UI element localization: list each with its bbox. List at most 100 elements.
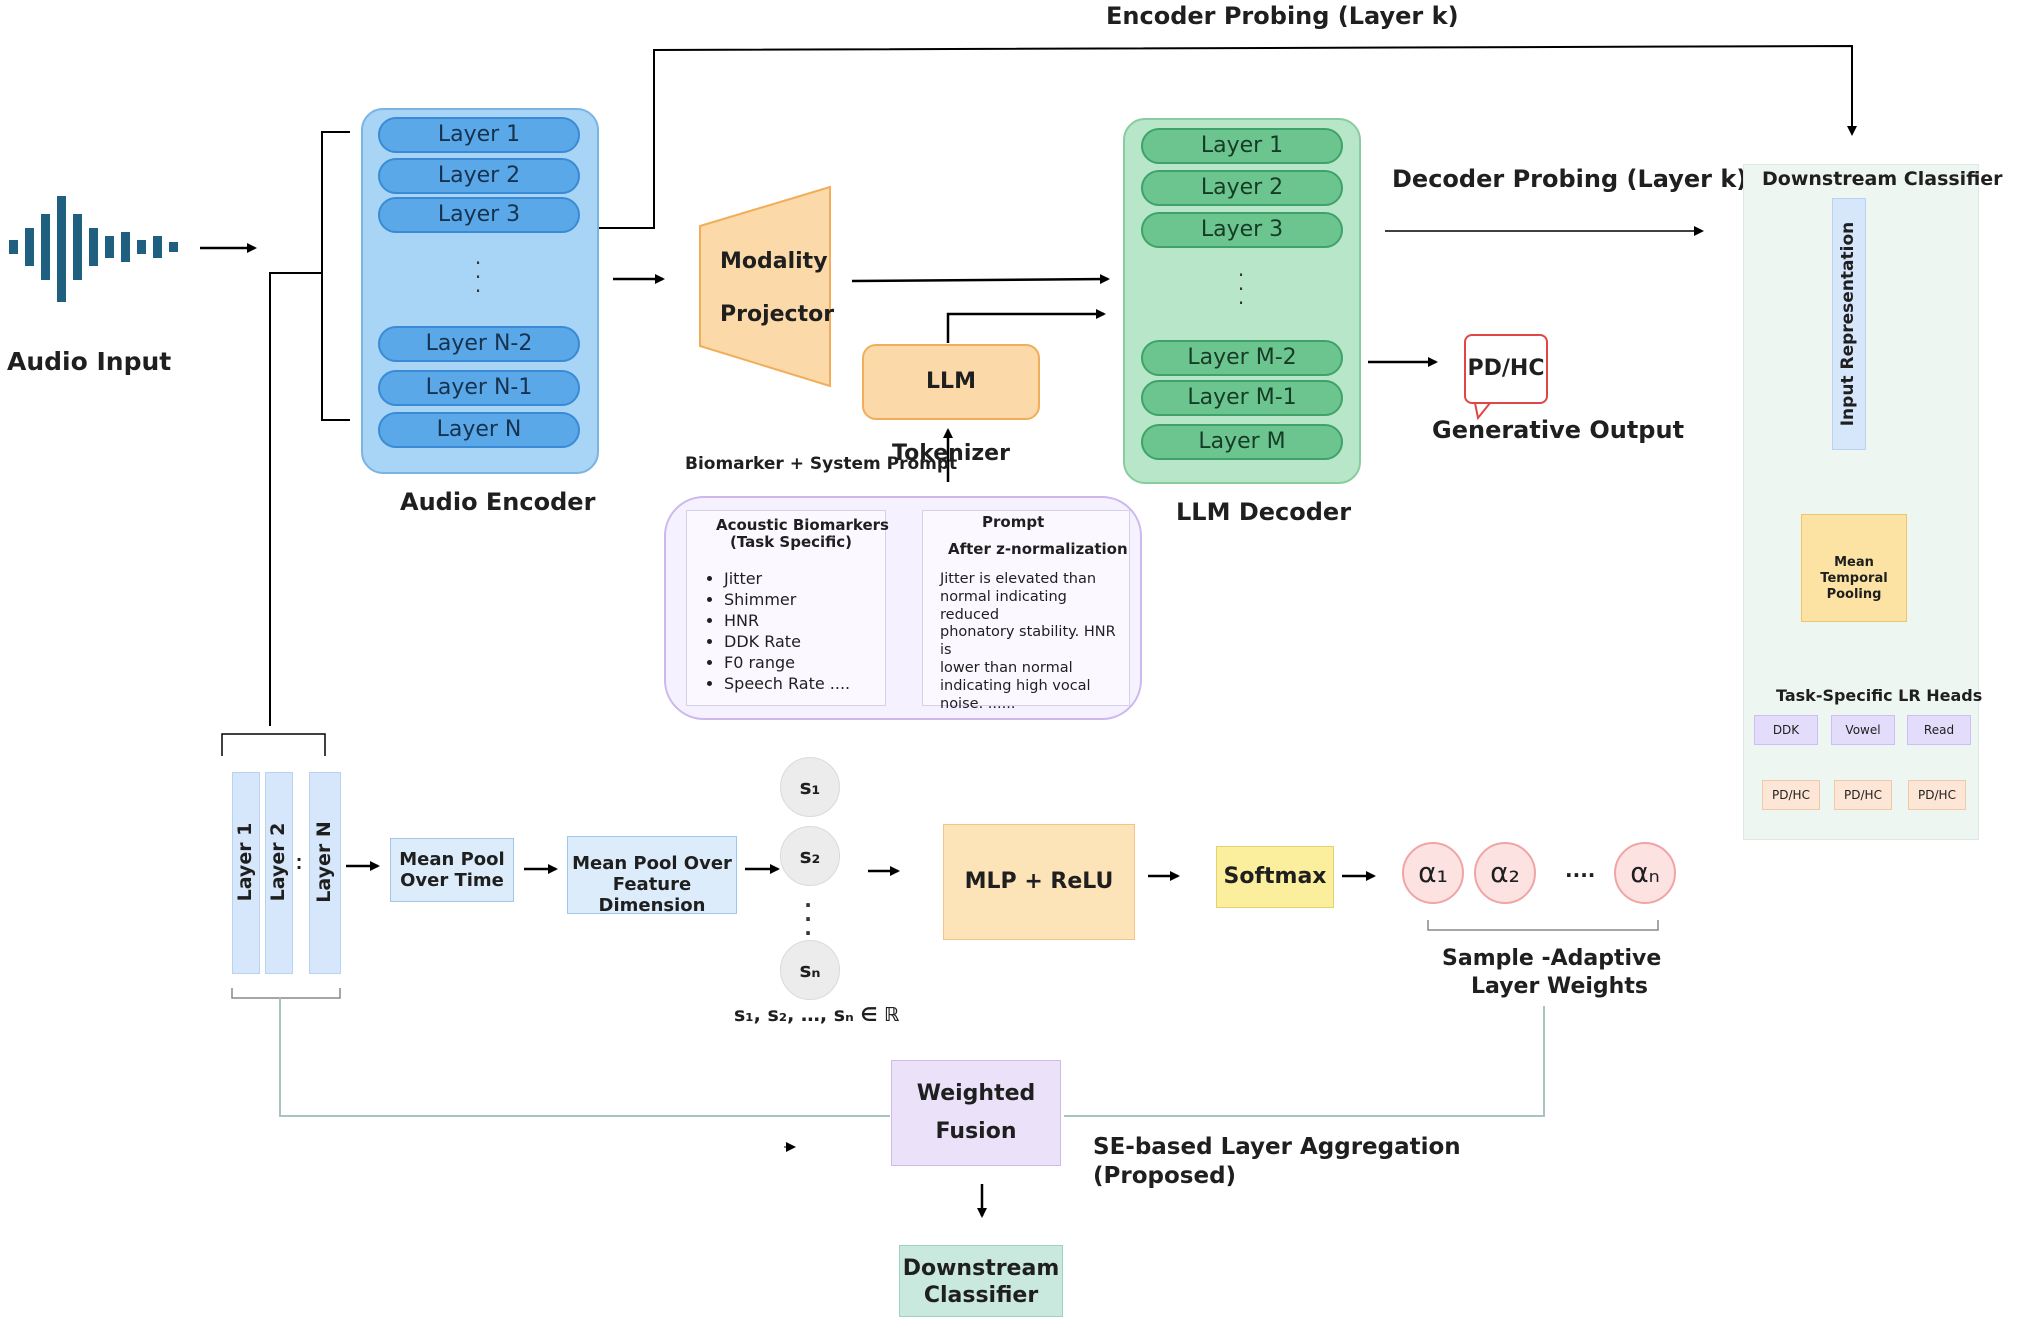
downstream-classifier-bottom-line: Downstream [902, 1256, 1060, 1281]
layer-strip-n [309, 772, 341, 974]
layer-strip-ellipsis: ·· [296, 850, 303, 877]
prompt-caption: Biomarker + System Prompt [685, 454, 958, 474]
modality-projector-line1: Modality [720, 249, 828, 274]
alpha-2: α₂ [1474, 842, 1536, 904]
layerstack-top-bracket [221, 733, 326, 756]
decoder-probing-label: Decoder Probing (Layer k) [1392, 165, 1748, 193]
prompt-text-box [922, 510, 1130, 706]
audio-encoder-title: Audio Encoder [400, 488, 596, 516]
decoder-layer-m-1: Layer M-1 [1141, 380, 1343, 416]
layer-weights-line1: Sample -Adaptive [1442, 946, 1662, 971]
encoder-layer-2: Layer 2 [378, 158, 580, 194]
weighted-fusion-line: Weighted [916, 1081, 1036, 1106]
llm-decoder-title: LLM Decoder [1176, 498, 1352, 526]
layer-strip-2-label: Layer 2 [267, 822, 289, 902]
list-item: F0 range [724, 652, 904, 673]
modality-projector-line2: Projector [720, 302, 835, 327]
prompt-line: Jitter is elevated than [940, 571, 1097, 587]
prompt-line: indicating high vocal [940, 677, 1091, 694]
layer-strip-1 [232, 772, 260, 974]
audio-input-label: Audio Input [7, 347, 172, 376]
weighted-fusion-line: Fusion [935, 1119, 1017, 1144]
head-output-read: PD/HC [1908, 780, 1966, 810]
list-item: Shimmer [724, 589, 904, 610]
layer-strip-2 [265, 772, 293, 974]
prompt-title: Prompt [982, 513, 1045, 531]
downstream-classifier-bottom-box: Downstream Classifier [899, 1245, 1063, 1317]
encoder-layer-n-2: Layer N-2 [378, 326, 580, 362]
acoustic-biomarkers-box [686, 510, 886, 706]
input-representation-label: Input Representation [1838, 221, 1858, 427]
se-aggregation-label-line2: (Proposed) [1093, 1163, 1237, 1189]
prompt-text: Jitter is elevated than normal indicatin… [940, 571, 1130, 713]
alpha-ellipsis: .... [1565, 858, 1596, 882]
encoder-layer-3: Layer 3 [378, 197, 580, 233]
encoder-bracket [321, 131, 350, 421]
list-item: DDK Rate [724, 631, 904, 652]
layer-weights-line2: Layer Weights [1471, 974, 1648, 999]
modality-projector-shape [699, 185, 831, 388]
input-representation-box [1832, 198, 1866, 450]
decoder-layer-1: Layer 1 [1141, 128, 1343, 164]
downstream-classifier-bottom-line: Classifier [923, 1283, 1039, 1308]
prompt-line: noise. ...... [940, 695, 1016, 712]
mean-pool-feature-line: Mean Pool Over [572, 853, 732, 874]
prompt-line: normal indicating reduced [940, 588, 1067, 623]
encoder-ellipsis: ··· [474, 251, 482, 303]
biomarkers-list: Jitter Shimmer HNR DDK Rate F0 range Spe… [700, 568, 904, 694]
decoder-ellipsis: ··· [1237, 263, 1245, 315]
score-s2: s₂ [780, 826, 840, 886]
decoder-layer-m-2: Layer M-2 [1141, 340, 1343, 376]
pdhc-speech-bubble: PD/HC [1464, 334, 1548, 404]
mean-pool-feature-line: Feature Dimension [598, 874, 706, 916]
mean-pool-time-box: Mean Pool Over Time [390, 838, 514, 902]
head-read: Read [1907, 715, 1971, 745]
score-caption: s₁, s₂, …, sₙ ∈ ℝ [734, 1004, 900, 1026]
mean-pool-feature-box: Mean Pool Over Feature Dimension [567, 836, 737, 916]
encoder-to-layerstack-line [269, 272, 322, 726]
encoder-layer-1: Layer 1 [378, 117, 580, 153]
encoder-probing-line [596, 44, 1857, 229]
head-ddk: DDK [1754, 715, 1818, 745]
weighted-fusion-box: Weighted Fusion [891, 1060, 1061, 1166]
list-item: Jitter [724, 568, 904, 589]
list-item: Speech Rate .... [724, 673, 904, 694]
encoder-layer-n: Layer N [378, 412, 580, 448]
mtp-line: Pooling [1826, 587, 1882, 602]
audio-waveform-icon [9, 196, 178, 302]
decoder-layer-m: Layer M [1141, 424, 1343, 460]
mtp-line: Mean Temporal [1820, 555, 1888, 586]
score-ellipsis: ··· [804, 893, 812, 945]
llm-tokenizer-box: LLM Tokenizer [862, 344, 1040, 466]
head-output-ddk: PD/HC [1762, 780, 1820, 810]
mean-temporal-pooling-box: Mean Temporal Pooling [1801, 514, 1907, 622]
encoder-probing-label: Encoder Probing (Layer k) [1106, 2, 1459, 30]
arrow-projector-to-decoder [851, 274, 1110, 285]
downstream-classifier-title: Downstream Classifier [1762, 168, 2003, 190]
layer-strip-n-label: Layer N [313, 821, 335, 903]
se-aggregation-label-line1: SE-based Layer Aggregation [1093, 1134, 1461, 1160]
list-item: HNR [724, 610, 904, 631]
decoder-layer-3: Layer 3 [1141, 212, 1343, 248]
prompt-line: phonatory stability. HNR is [940, 624, 1116, 659]
softmax-box: Softmax [1216, 846, 1334, 908]
biomarkers-title: Acoustic Biomarkers [716, 516, 889, 534]
task-heads-title: Task-Specific LR Heads [1776, 686, 1983, 705]
mean-pool-time-line: Mean Pool [399, 849, 505, 870]
prompt-line: lower than normal [940, 659, 1073, 676]
mean-pool-time-line: Over Time [400, 870, 504, 891]
alpha-1: α₁ [1402, 842, 1464, 904]
decoder-layer-2: Layer 2 [1141, 170, 1343, 206]
head-output-vowel: PD/HC [1834, 780, 1892, 810]
prompt-subtitle: After z-normalization [948, 540, 1128, 558]
head-vowel: Vowel [1831, 715, 1895, 745]
arrow-tokenizer-to-decoder [946, 309, 1106, 343]
generative-output-label: Generative Output [1432, 416, 1685, 444]
score-s1: s₁ [780, 757, 840, 817]
alpha-n: αₙ [1614, 842, 1676, 904]
layer-strip-1-label: Layer 1 [234, 822, 256, 902]
mlp-relu-box: MLP + ReLU [943, 824, 1135, 940]
score-sn: sₙ [780, 940, 840, 1000]
biomarkers-subtitle: (Task Specific) [730, 533, 853, 551]
